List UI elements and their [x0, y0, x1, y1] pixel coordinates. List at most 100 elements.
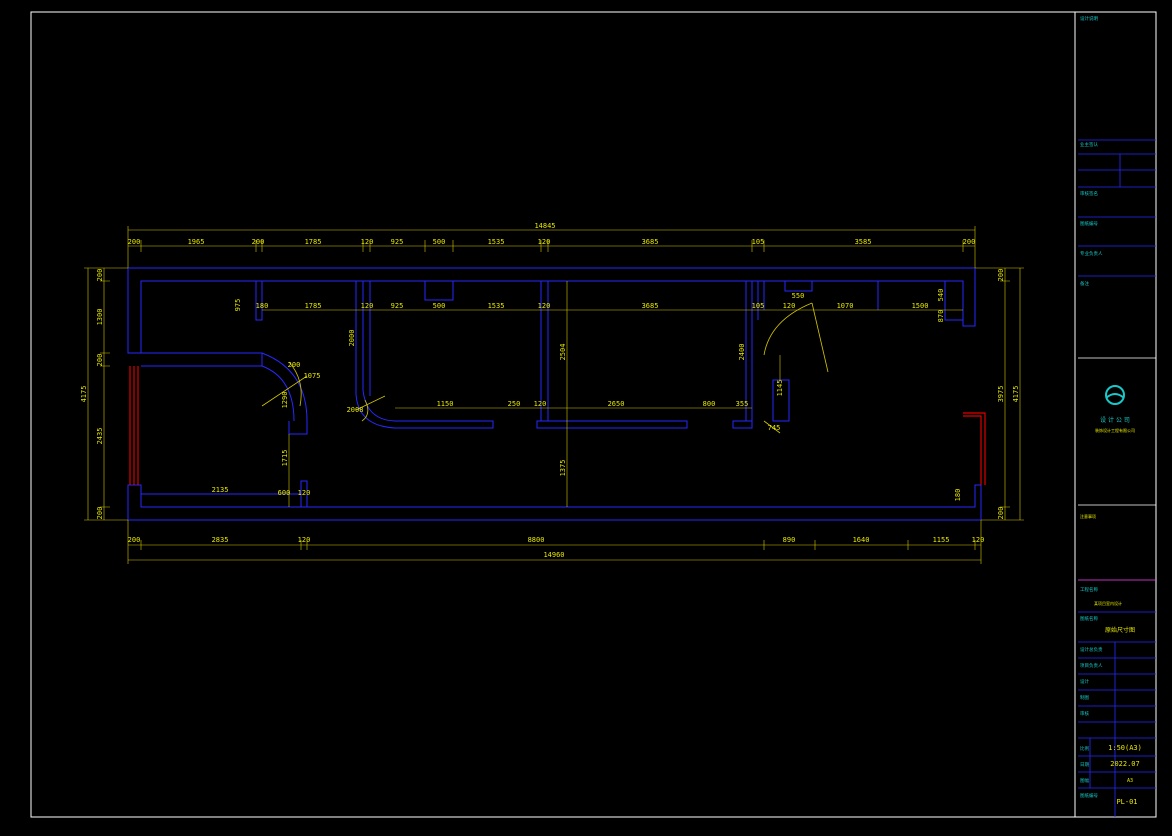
dim-corridor-0: 1150 [437, 400, 454, 408]
date-label: 日期 [1080, 762, 1089, 768]
dim-small-1: 1290 [281, 392, 289, 409]
dim-top-1: 1965 [188, 238, 205, 246]
dim-small-8: 600 [278, 489, 291, 497]
dim-left-overall: 4175 [80, 386, 88, 403]
dim-right-0: 200 [997, 269, 1005, 282]
dim-left-2: 200 [96, 354, 104, 367]
size-value: A3 [1127, 778, 1133, 784]
partition-wall-2 [536, 281, 688, 429]
wall-niche [424, 281, 454, 301]
notes-heading: 注意事项 [1080, 513, 1096, 519]
tb-section-0: 业主签认 [1080, 141, 1098, 148]
dim-top-8: 120 [538, 238, 551, 246]
project-label: 工程名称 [1080, 586, 1098, 593]
dim-bottom-3: 8800 [528, 536, 545, 544]
size-label: 图幅 [1080, 777, 1089, 784]
dim-corridor-5: 355 [736, 400, 749, 408]
dim-bottom-6: 1155 [933, 536, 950, 544]
left-room-wall [141, 352, 263, 367]
tb-section-2: 图纸编号 [1080, 220, 1098, 227]
dim-vert-4: 1145 [776, 380, 784, 397]
dim-bottom-7: 120 [972, 536, 985, 544]
dim-bottom-0: 200 [128, 536, 141, 544]
dim-top-5: 925 [391, 238, 404, 246]
partition-wall-3 [732, 281, 753, 429]
dim-small-4: 2008 [347, 406, 364, 414]
dim-small-0: 2135 [212, 486, 229, 494]
dim-top-10: 105 [752, 238, 765, 246]
partition-wall-4 [757, 281, 765, 320]
company-name: 设 计 公 司 [1100, 416, 1130, 424]
dim-inner-11: 1500 [912, 302, 929, 310]
door-swings [261, 302, 829, 434]
dim-small-5: 550 [792, 292, 805, 300]
dim-small-11: 120 [298, 489, 311, 497]
dim-corridor-1: 250 [508, 400, 521, 408]
drawing-label: 图纸名称 [1080, 615, 1098, 622]
scale-value: 1:50(A3) [1108, 744, 1142, 752]
dim-vert-0: 975 [234, 299, 242, 312]
dim-left-0: 200 [96, 269, 104, 282]
dim-bottom-overall: 14960 [543, 551, 564, 559]
dim-corridor-3: 2650 [608, 400, 625, 408]
right-niche [784, 281, 813, 292]
dim-bottom-5: 1640 [853, 536, 870, 544]
dim-left-3: 2435 [96, 428, 104, 445]
row-label-3: 制图 [1080, 694, 1089, 701]
dim-small-10: 870 [937, 310, 945, 323]
dim-inner-7: 3685 [642, 302, 659, 310]
tb-section-3: 专业负责人 [1080, 250, 1103, 257]
dim-inner-6: 120 [538, 302, 551, 310]
sheet-label: 图纸编号 [1080, 792, 1098, 799]
door-swing-left [261, 361, 308, 407]
dim-top-3: 1785 [305, 238, 322, 246]
dim-inner-5: 1535 [488, 302, 505, 310]
door-swing-center [355, 395, 386, 422]
door-swing-small [763, 420, 781, 434]
dim-inner-9: 120 [783, 302, 796, 310]
dim-right-1: 3975 [997, 386, 1005, 403]
project-value: 某项目室内设计 [1094, 600, 1122, 606]
dim-left-1: 1300 [96, 309, 104, 326]
right-window [963, 412, 986, 485]
dim-right-overall: 4175 [1012, 386, 1020, 403]
company-logo-icon [1105, 385, 1125, 405]
window-markers [129, 366, 986, 485]
date-value: 2022.07 [1110, 760, 1140, 768]
dim-top-9: 3685 [642, 238, 659, 246]
drawing-value: 原始尺寸图 [1105, 626, 1135, 634]
dim-inner-2: 120 [361, 302, 374, 310]
left-stub-wall [255, 281, 263, 321]
dim-bottom-1: 2835 [212, 536, 229, 544]
dim-top-overall: 14845 [534, 222, 555, 230]
row-label-4: 审核 [1080, 710, 1089, 717]
dim-small-2: 1715 [281, 450, 289, 467]
floor-plan [127, 267, 982, 521]
row-label-0: 设计总负责 [1080, 646, 1103, 653]
title-block-text: 设计说明 业主签认 审核签名 图纸编号 专业负责人 备注 设 计 公 司 装饰设… [1080, 15, 1142, 806]
dim-small-3: 1075 [304, 372, 321, 380]
curved-wall-left [261, 352, 308, 422]
title-block [1078, 139, 1156, 817]
dim-inner-0: 180 [256, 302, 269, 310]
dim-top-11: 3585 [855, 238, 872, 246]
dim-inner-8: 105 [752, 302, 765, 310]
company-subtitle: 装饰设计工程有限公司 [1095, 427, 1135, 433]
tb-section-4: 备注 [1080, 280, 1089, 287]
outer-wall-bottom [127, 484, 982, 521]
dim-vert-3: 2400 [738, 344, 746, 361]
dim-top-12: 200 [963, 238, 976, 246]
dim-small-7: 745 [768, 424, 781, 432]
row-label-2: 设计 [1080, 678, 1089, 685]
dim-top-2: 200 [252, 238, 265, 246]
sheet-number: PL-01 [1116, 798, 1137, 806]
left-lower-wall [300, 480, 308, 508]
drawing-frame [30, 11, 1157, 818]
dim-inner-1: 1785 [305, 302, 322, 310]
tb-top-label: 设计说明 [1080, 15, 1098, 22]
dimension-texts: 14845 200 1965 200 1785 120 925 500 1535… [80, 222, 1020, 559]
dim-top-0: 200 [128, 238, 141, 246]
dim-top-7: 1535 [488, 238, 505, 246]
dim-corridor-2: 120 [534, 400, 547, 408]
dim-corridor-4: 800 [703, 400, 716, 408]
